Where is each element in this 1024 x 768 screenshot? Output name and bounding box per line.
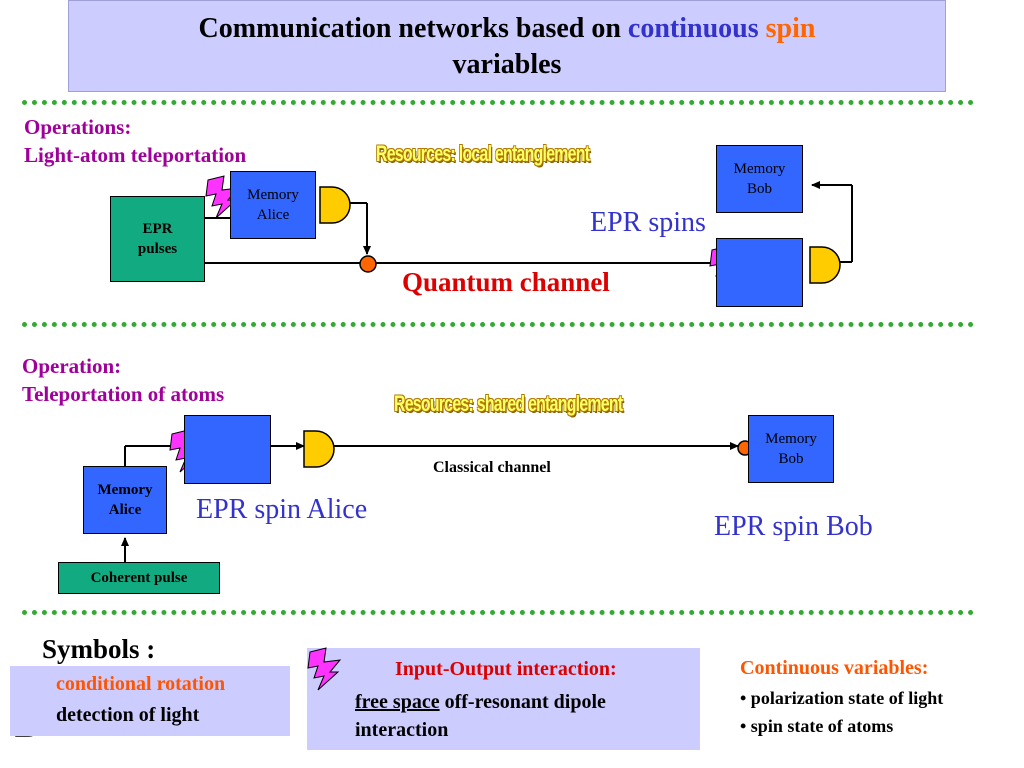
section1-op-line1: Operations:	[24, 115, 132, 139]
section1-op-line2: Light-atom teleportation	[24, 143, 247, 167]
memory-bob2-line2: Bob	[778, 451, 804, 467]
cv-title: Continuous variables:	[740, 657, 929, 679]
section2-op-line1: Operation:	[22, 354, 122, 378]
memory-alice-line1: Memory	[247, 187, 299, 203]
coherent-pulse-label: Coherent pulse	[90, 570, 188, 586]
section2-op-line2: Teleportation of atoms	[22, 382, 225, 406]
separator-2	[22, 322, 974, 327]
lightning-legend-icon	[307, 647, 341, 691]
section1-operations: Operations: Light-atom teleportation	[24, 113, 246, 169]
title-part4: variables	[452, 49, 562, 80]
io-rest2: interaction	[355, 719, 449, 741]
io-title: Input-Output interaction:	[395, 658, 617, 680]
memory-alice-box-2: Memory Alice	[83, 466, 167, 534]
title-box: Communication networks based on continuo…	[68, 0, 946, 92]
section2-operation: Operation: Teleportation of atoms	[22, 352, 224, 408]
memory-bob-box: Memory Bob	[716, 145, 803, 213]
detector-icon	[319, 186, 351, 224]
coherent-pulse-box: Coherent pulse	[58, 562, 220, 594]
epr-spin-alice-label: EPR spin Alice	[196, 494, 368, 525]
memory-bob-line2: Bob	[746, 181, 772, 197]
conditional-rotation-label: conditional rotation	[56, 673, 226, 695]
detection-of-light-label: detection of light	[56, 704, 200, 726]
io-free-space: free space	[355, 691, 440, 713]
cv-item1: • polarization state of light	[740, 688, 944, 708]
cv-item2: • spin state of atoms	[740, 716, 894, 736]
classical-channel-label: Classical channel	[433, 459, 551, 476]
memory-bob-box-2: Memory Bob	[748, 415, 834, 483]
section2-resources: Resources: shared entanglement	[394, 391, 623, 416]
epr-pulses-line1: EPR	[142, 221, 173, 237]
alice-epr-box	[184, 415, 271, 484]
section1-resources: Resources: local entanglement	[376, 141, 590, 166]
separator-3	[22, 610, 974, 615]
bob-epr-box	[716, 238, 803, 307]
section1-wires	[205, 181, 853, 264]
epr-spin-bob-label: EPR spin Bob	[714, 511, 873, 542]
rotation-dot-icon	[359, 255, 377, 273]
epr-pulses-box: EPR pulses	[110, 196, 205, 282]
memory-alice2-line1: Memory	[97, 482, 153, 498]
memory-alice2-line2: Alice	[108, 502, 142, 518]
detector-icon	[809, 246, 841, 284]
memory-bob2-line1: Memory	[765, 431, 817, 447]
memory-alice-box: Memory Alice	[230, 171, 316, 239]
symbols-legend-box	[10, 666, 290, 736]
quantum-channel-label: Quantum channel	[402, 267, 610, 297]
epr-spins-label: EPR spins	[590, 207, 706, 238]
separator-1	[22, 100, 974, 105]
memory-alice-line2: Alice	[256, 207, 290, 223]
symbols-heading: Symbols :	[42, 634, 156, 664]
title-part3: spin	[758, 13, 816, 44]
title-part2: continuous	[627, 13, 759, 44]
detector-icon	[303, 430, 335, 468]
io-description: free space off-resonant dipole interacti…	[355, 688, 606, 744]
epr-pulses-line2: pulses	[137, 241, 178, 257]
title-part1: Communication networks based on	[198, 13, 628, 44]
memory-bob-line1: Memory	[733, 161, 786, 177]
io-rest1: off-resonant dipole	[439, 691, 606, 713]
